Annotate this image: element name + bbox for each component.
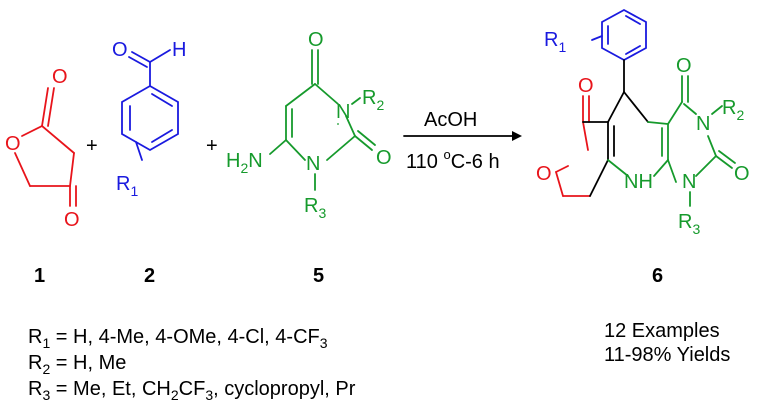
ring-oxygen: O: [5, 133, 21, 155]
condition-label: 110 oC-6 h: [406, 147, 500, 173]
uracil-n3: N: [336, 101, 350, 123]
product-nh: NH: [624, 171, 653, 193]
product-r1: R1: [544, 29, 566, 55]
product-ring-oxygen: O: [536, 163, 552, 185]
uracil-right-oxygen: O: [376, 147, 392, 169]
compound-5-structure: O N R2 O N R3 H2N: [226, 29, 392, 221]
r1-label-benzaldehyde: R1: [116, 173, 138, 199]
plus-sign-2: +: [206, 135, 218, 157]
product-r2: R2: [722, 97, 744, 123]
compound-2-structure: O H R1: [112, 39, 186, 199]
yield-range: 11-98% Yields: [604, 344, 731, 366]
product-right-oxygen: O: [734, 163, 750, 185]
compound-1-structure: O O O: [5, 66, 80, 231]
compound-6-structure: R1 O O O N R2 O N: [536, 8, 750, 237]
product-r3: R3: [678, 211, 700, 237]
amine-group: H2N: [226, 150, 263, 176]
uracil-n1: N: [306, 153, 320, 175]
compound-number-1: 1: [34, 265, 45, 287]
uracil-r2: R2: [362, 87, 384, 113]
uracil-r3: R3: [304, 195, 326, 221]
compound-number-2: 2: [144, 265, 155, 287]
compound-number-5: 5: [313, 265, 324, 287]
plus-sign-1: +: [86, 135, 98, 157]
reagent-label: AcOH: [424, 109, 477, 131]
aldehyde-oxygen: O: [112, 39, 128, 61]
compound-number-6: 6: [652, 265, 663, 287]
product-top-oxygen: O: [676, 55, 692, 77]
uracil-top-oxygen: O: [308, 29, 324, 51]
legend-r1: R1 = H, 4-Me, 4-OMe, 4-Cl, 4-CF3: [28, 326, 328, 351]
aldehyde-hydrogen: H: [172, 39, 186, 61]
product-n3: N: [696, 113, 710, 135]
ketone-oxygen: O: [64, 209, 80, 231]
examples-count: 12 Examples: [604, 320, 720, 342]
product-n1: N: [682, 171, 696, 193]
lactone-carbonyl-oxygen: O: [52, 66, 68, 88]
legend-r3: R3 = Me, Et, CH2CF3, cyclopropyl, Pr: [28, 378, 356, 403]
product-lactone-oxygen: O: [578, 75, 594, 97]
reaction-arrow: [403, 131, 522, 141]
legend-r2: R2 = H, Me: [28, 352, 127, 377]
